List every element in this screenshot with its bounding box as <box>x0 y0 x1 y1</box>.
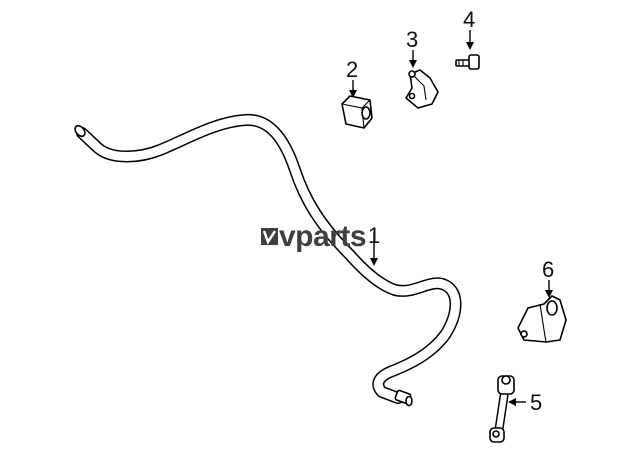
callout-6: 6 <box>542 257 554 282</box>
stabilizer-link <box>489 375 515 443</box>
callout-2: 2 <box>346 57 358 82</box>
callout-5: 5 <box>530 390 542 415</box>
bushing-hole <box>361 106 371 120</box>
bolt <box>455 54 480 70</box>
mount-bolt-hole <box>520 330 528 338</box>
watermark-text: vparts <box>279 220 366 253</box>
bracket-hole <box>408 70 416 78</box>
stabilizer-mount <box>517 295 567 343</box>
bar-end-left <box>74 124 86 138</box>
bar-end-right-cap <box>405 395 413 407</box>
logo-mark-icon <box>261 228 278 245</box>
mount-hole-main <box>546 300 558 316</box>
callout-1: 1 <box>368 223 380 248</box>
leader-arrows <box>349 30 553 406</box>
bushing <box>341 95 373 129</box>
stabilizer-bar <box>74 113 462 407</box>
watermark: vparts <box>261 220 367 253</box>
callout-3: 3 <box>406 27 418 52</box>
bracket-hole-lower <box>408 92 416 100</box>
callout-4: 4 <box>463 7 475 32</box>
bracket <box>405 69 439 109</box>
